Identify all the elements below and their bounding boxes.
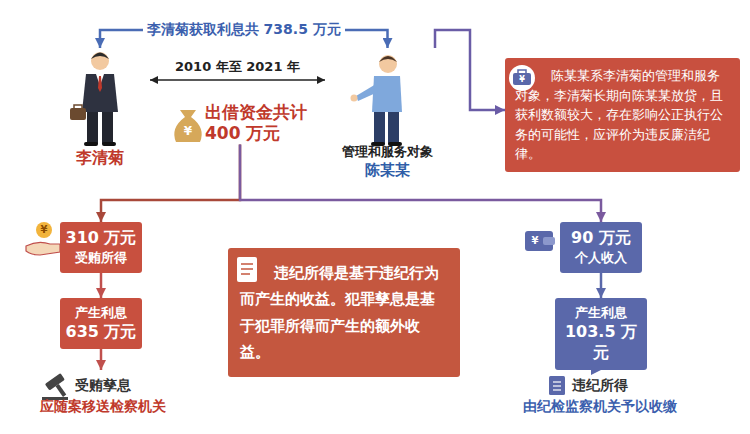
edge-label: 李清菊获取利息共 738.5 万元 bbox=[143, 21, 345, 39]
currency-symbol: ¥ bbox=[184, 125, 192, 137]
node-text: 陈某某 bbox=[325, 161, 450, 180]
gavel-icon bbox=[42, 373, 72, 401]
money-bag-icon bbox=[174, 110, 201, 142]
node-text: 产生利息 bbox=[64, 304, 138, 322]
connector-arrow bbox=[600, 273, 603, 298]
connector-arrow bbox=[435, 30, 505, 110]
node-text: 违纪所得是基于违纪行为而产生的收益。犯罪孳息是基于犯罪所得而产生的额外收益。 bbox=[240, 260, 448, 365]
definition-box: 违纪所得是基于违纪行为而产生的收益。犯罪孳息是基于犯罪所得而产生的额外收益。 bbox=[228, 248, 460, 377]
hand-coin-icon bbox=[26, 222, 60, 255]
node-text: 管理和服务对象 bbox=[325, 143, 450, 161]
note-box: 陈某某系李清菊的管理和服务对象，李清菊长期向陈某某放贷，且获利数额较大，存在影响… bbox=[505, 58, 740, 172]
outcome-node: 受贿孳息应随案移送检察机关 bbox=[20, 370, 185, 417]
currency-symbol: ¥ bbox=[532, 236, 539, 246]
node-text: 由纪检监察机关予以收缴 bbox=[490, 396, 710, 417]
book-icon bbox=[549, 376, 565, 395]
businessman-figure bbox=[70, 52, 118, 146]
person-node: 管理和服务对象陈某某 bbox=[325, 48, 450, 180]
outcome-node: 违纪所得由纪检监察机关予以收缴 bbox=[490, 370, 710, 417]
process-box: 310 万元受贿所得 bbox=[60, 222, 142, 273]
connector-arrow bbox=[100, 349, 103, 370]
node-text: 李清菊 bbox=[50, 148, 150, 169]
process-box: 产生利息103.5 万元 bbox=[555, 298, 647, 370]
node-text: 90 万元 bbox=[564, 228, 638, 249]
node-text: 受贿孳息 bbox=[20, 375, 185, 396]
amount-node: 出借资金共计 400 万元 bbox=[160, 100, 325, 145]
node-text: 个人收入 bbox=[564, 249, 638, 267]
node-text: 受贿所得 bbox=[64, 249, 138, 267]
currency-symbol: ¥ bbox=[519, 76, 525, 84]
node-text: 违纪所得 bbox=[490, 375, 710, 396]
node-text: 陈某某系李清菊的管理和服务对象，李清菊长期向陈某某放贷，且获利数额较大，存在影响… bbox=[515, 66, 730, 164]
wallet-icon bbox=[525, 231, 555, 251]
node-text: 310 万元 bbox=[64, 228, 138, 249]
node-text: 出借资金共计 400 万元 bbox=[205, 102, 313, 145]
process-box: 产生利息635 万元 bbox=[60, 298, 142, 349]
node-text: 产生利息 bbox=[559, 304, 643, 322]
edge-label: 2010 年至 2021 年 bbox=[171, 58, 304, 76]
client-figure bbox=[351, 55, 403, 146]
process-box: 90 万元个人收入 bbox=[560, 222, 642, 273]
connector-arrow bbox=[150, 79, 325, 81]
connector-arrow bbox=[100, 273, 103, 298]
currency-symbol: ¥ bbox=[41, 225, 48, 235]
node-text: 103.5 万元 bbox=[559, 322, 643, 364]
node-text: 应随案移送检察机关 bbox=[20, 396, 185, 417]
person-node: 李清菊 bbox=[50, 48, 150, 169]
node-text: 635 万元 bbox=[64, 322, 138, 343]
